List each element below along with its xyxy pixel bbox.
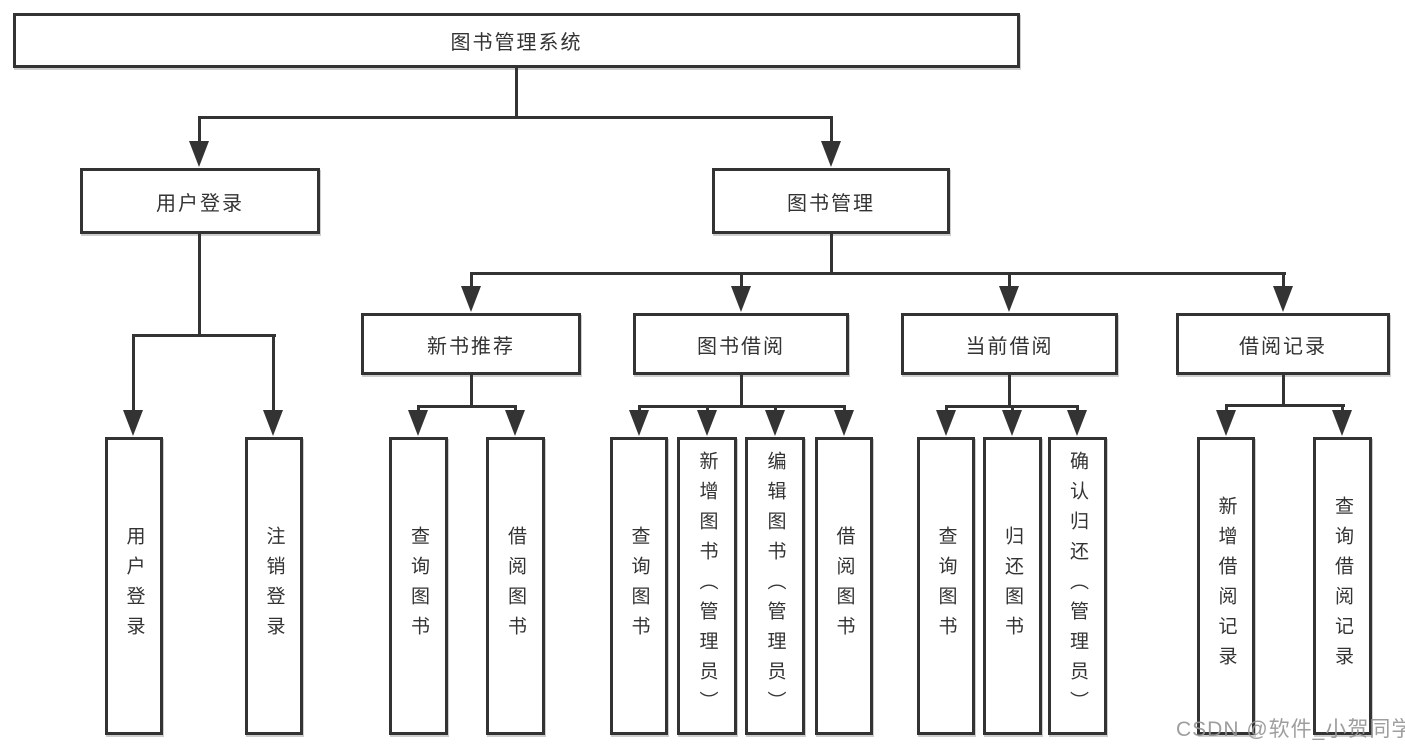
edge-drop bbox=[638, 405, 641, 414]
edge-drop bbox=[1341, 404, 1344, 414]
arrowhead bbox=[505, 410, 525, 436]
arrowhead bbox=[408, 410, 428, 436]
node-book-management: 图书管理 bbox=[712, 168, 950, 234]
edge-drop bbox=[706, 405, 709, 414]
leaf-label: 查询借阅记录 bbox=[1332, 496, 1353, 676]
edge-stem bbox=[1282, 375, 1285, 407]
leaf-current-query-books: 查询图书 bbox=[917, 437, 975, 735]
leaf-user-login: 用户登录 bbox=[105, 437, 163, 735]
leaf-label: 借阅图书 bbox=[833, 526, 855, 646]
edge-drop bbox=[1008, 272, 1011, 290]
leaf-label: 查询图书 bbox=[408, 526, 429, 646]
edge-drop bbox=[1076, 405, 1079, 414]
edge-rail bbox=[417, 405, 517, 408]
edge-drop bbox=[830, 116, 833, 144]
edge-drop bbox=[843, 405, 846, 414]
leaf-recommendation-query-books: 查询图书 bbox=[389, 437, 448, 735]
edge-rail bbox=[1225, 404, 1345, 407]
node-borrowing-records: 借阅记录 bbox=[1176, 313, 1390, 375]
edge-stem bbox=[470, 375, 473, 408]
edge-stem bbox=[1008, 375, 1011, 408]
arrowhead bbox=[1002, 410, 1022, 436]
node-new-book-recommendation: 新书推荐 bbox=[361, 313, 581, 375]
leaf-current-return-books: 归还图书 bbox=[983, 437, 1042, 735]
leaf-label: 确认归还（管理员） bbox=[1067, 451, 1088, 721]
leaf-label: 注销登录 bbox=[263, 526, 285, 646]
edge-rail bbox=[132, 334, 276, 337]
arrowhead bbox=[123, 410, 143, 436]
leaf-label: 新增借阅记录 bbox=[1215, 496, 1237, 676]
node-label: 新书推荐 bbox=[427, 335, 515, 358]
edge-drop bbox=[514, 405, 517, 414]
arrowhead bbox=[1067, 410, 1087, 436]
leaf-label: 查询图书 bbox=[935, 526, 957, 646]
node-label: 图书借阅 bbox=[697, 335, 785, 358]
edge-drop bbox=[740, 272, 743, 290]
arrowhead bbox=[189, 141, 209, 167]
edge-drop bbox=[774, 405, 777, 414]
edge-rail bbox=[470, 272, 1286, 275]
arrowhead bbox=[263, 410, 283, 436]
leaf-records-add-borrow-record: 新增借阅记录 bbox=[1197, 437, 1255, 735]
arrowhead bbox=[936, 410, 956, 436]
edge-drop bbox=[1011, 405, 1014, 414]
edge-drop bbox=[272, 334, 275, 412]
node-label: 当前借阅 bbox=[965, 335, 1054, 358]
edge-drop bbox=[1282, 272, 1285, 290]
node-current-borrowing: 当前借阅 bbox=[901, 313, 1118, 375]
leaf-borrowing-query-books: 查询图书 bbox=[610, 437, 668, 735]
edge-stem bbox=[830, 233, 833, 275]
leaf-borrowing-borrow-books: 借阅图书 bbox=[815, 437, 873, 735]
leaf-label: 用户登录 bbox=[123, 526, 145, 646]
arrowhead bbox=[999, 286, 1019, 312]
leaf-borrowing-add-books-admin: 新增图书（管理员） bbox=[677, 437, 737, 735]
node-user-login: 用户登录 bbox=[80, 168, 320, 234]
node-label: 借阅记录 bbox=[1239, 335, 1327, 358]
arrowhead bbox=[629, 410, 649, 436]
edge-drop bbox=[945, 405, 948, 414]
node-label: 图书管理 bbox=[787, 192, 875, 215]
leaf-logout: 注销登录 bbox=[245, 437, 303, 735]
leaf-records-query-borrow-record: 查询借阅记录 bbox=[1313, 437, 1372, 735]
edge-stem bbox=[515, 66, 518, 119]
leaf-label: 新增图书（管理员） bbox=[696, 451, 718, 721]
leaf-label: 借阅图书 bbox=[505, 526, 526, 646]
csdn-watermark: CSDN @软件_小贺同学 bbox=[1176, 718, 1405, 741]
arrowhead bbox=[731, 286, 751, 312]
leaf-label: 编辑图书（管理员） bbox=[764, 451, 786, 721]
leaf-label: 归还图书 bbox=[1002, 526, 1023, 646]
node-label: 图书管理系统 bbox=[450, 32, 583, 54]
arrowhead bbox=[821, 141, 841, 167]
leaf-recommendation-borrow-books: 借阅图书 bbox=[486, 437, 545, 735]
edge-stem bbox=[198, 233, 201, 337]
edge-drop bbox=[1225, 404, 1228, 414]
node-label: 用户登录 bbox=[156, 192, 244, 215]
arrowhead bbox=[834, 410, 854, 436]
arrowhead bbox=[1332, 410, 1352, 436]
arrowhead bbox=[461, 286, 481, 312]
arrowhead bbox=[1216, 410, 1236, 436]
edge-drop bbox=[198, 116, 201, 144]
edge-drop bbox=[470, 272, 473, 290]
arrowhead bbox=[697, 410, 717, 436]
edge-stem bbox=[740, 375, 743, 408]
leaf-borrowing-edit-books-admin: 编辑图书（管理员） bbox=[745, 437, 805, 735]
leaf-current-confirm-return-admin: 确认归还（管理员） bbox=[1048, 437, 1107, 735]
node-library-management-system: 图书管理系统 bbox=[13, 13, 1020, 68]
edge-rail bbox=[638, 405, 846, 408]
edge-rail bbox=[198, 116, 833, 119]
arrowhead bbox=[1273, 286, 1293, 312]
edge-drop bbox=[417, 405, 420, 414]
node-book-borrowing: 图书借阅 bbox=[633, 313, 849, 375]
edge-drop bbox=[132, 334, 135, 412]
leaf-label: 查询图书 bbox=[628, 526, 650, 646]
arrowhead bbox=[765, 410, 785, 436]
